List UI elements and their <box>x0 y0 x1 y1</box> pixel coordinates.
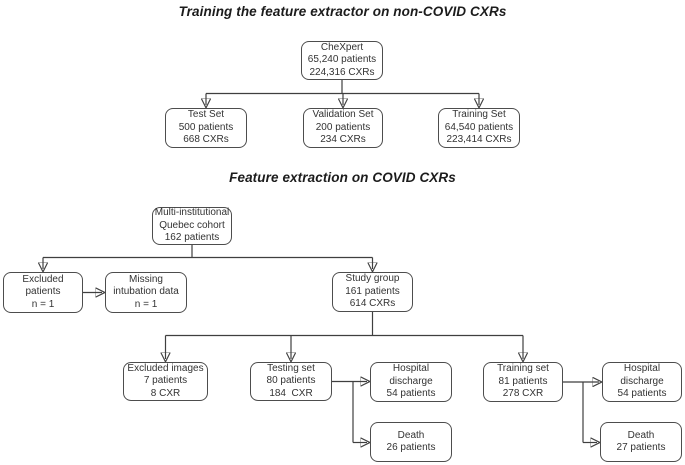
node-excluded-patients: Excluded patients n = 1 <box>3 272 83 313</box>
node-line: 614 CXRs <box>349 298 396 310</box>
node-training-set: Training Set 64,540 patients 223,414 CXR… <box>438 108 520 148</box>
connectors-study-group-tree <box>166 312 600 443</box>
node-line: 223,414 CXRs <box>446 134 512 146</box>
node-line: n = 1 <box>134 298 158 310</box>
node-study-group: Study group 161 patients 614 CXRs <box>332 272 413 312</box>
node-line: Missing <box>129 273 163 285</box>
node-line: Study group <box>345 273 400 285</box>
node-line: 8 CXR <box>150 387 181 399</box>
node-line: Validation Set <box>312 109 374 121</box>
node-line: intubation data <box>113 286 179 298</box>
node-line: 7 patients <box>143 375 188 387</box>
node-line: Multi-institutional <box>154 207 230 219</box>
node-line: patients <box>25 286 61 298</box>
node-line: 278 CXR <box>502 388 544 400</box>
node-line: Testing set <box>267 362 315 374</box>
node-line: 500 patients <box>178 121 234 133</box>
node-validation-set: Validation Set 200 patients 234 CXRs <box>303 108 383 148</box>
node-hospital-discharge-testing: Hospital discharge 54 patients <box>370 362 452 402</box>
node-testing-set-covid: Testing set 80 patients 184 CXR <box>250 362 332 401</box>
node-line: 54 patients <box>386 388 436 400</box>
node-line: Training Set <box>452 109 506 121</box>
node-line: discharge <box>620 375 664 387</box>
node-hospital-discharge-training: Hospital discharge 54 patients <box>602 362 682 402</box>
node-line: Quebec cohort <box>159 219 225 231</box>
node-line: 161 patients <box>345 285 400 297</box>
node-line: 65,240 patients <box>307 54 377 66</box>
node-line: 80 patients <box>266 375 316 387</box>
node-training-set-covid: Training set 81 patients 278 CXR <box>483 362 563 402</box>
node-line: n = 1 <box>31 298 55 310</box>
node-line: Excluded <box>22 273 64 285</box>
node-line: CheXpert <box>320 41 364 53</box>
connectors-covid-cohort-tree <box>43 245 373 293</box>
node-quebec-cohort: Multi-institutional Quebec cohort 162 pa… <box>152 207 232 245</box>
node-line: 81 patients <box>498 375 548 387</box>
node-line: 162 patients <box>164 232 220 244</box>
node-excluded-images: Excluded images 7 patients 8 CXR <box>123 362 208 401</box>
node-line: Test Set <box>187 109 225 121</box>
node-line: Hospital <box>623 363 661 375</box>
node-missing-intubation-data: Missing intubation data n = 1 <box>105 272 187 313</box>
node-line: 200 patients <box>315 121 371 133</box>
node-line: Death <box>627 429 655 441</box>
node-line: 54 patients <box>617 388 667 400</box>
node-line: 184 CXR <box>269 387 313 399</box>
node-death-training: Death 27 patients <box>600 422 682 462</box>
node-line: discharge <box>389 375 433 387</box>
node-line: 668 CXRs <box>183 134 229 146</box>
section-title-noncovid: Training the feature extractor on non-CO… <box>178 4 507 19</box>
node-line: Death <box>397 429 425 441</box>
node-line: 224,316 CXRs <box>309 66 375 78</box>
node-line: 26 patients <box>386 442 436 453</box>
node-line: Training set <box>497 363 549 375</box>
node-chexpert: CheXpert 65,240 patients 224,316 CXRs <box>301 41 383 80</box>
connectors-noncovid-tree <box>206 80 479 105</box>
node-line: Hospital <box>392 363 430 375</box>
section-title-covid: Feature extraction on COVID CXRs <box>229 170 456 185</box>
node-line: Excluded images <box>127 362 204 374</box>
node-death-testing: Death 26 patients <box>370 422 452 462</box>
node-test-set: Test Set 500 patients 668 CXRs <box>165 108 247 148</box>
node-line: 64,540 patients <box>444 121 514 133</box>
node-line: 27 patients <box>616 442 666 453</box>
node-line: 234 CXRs <box>320 134 366 146</box>
